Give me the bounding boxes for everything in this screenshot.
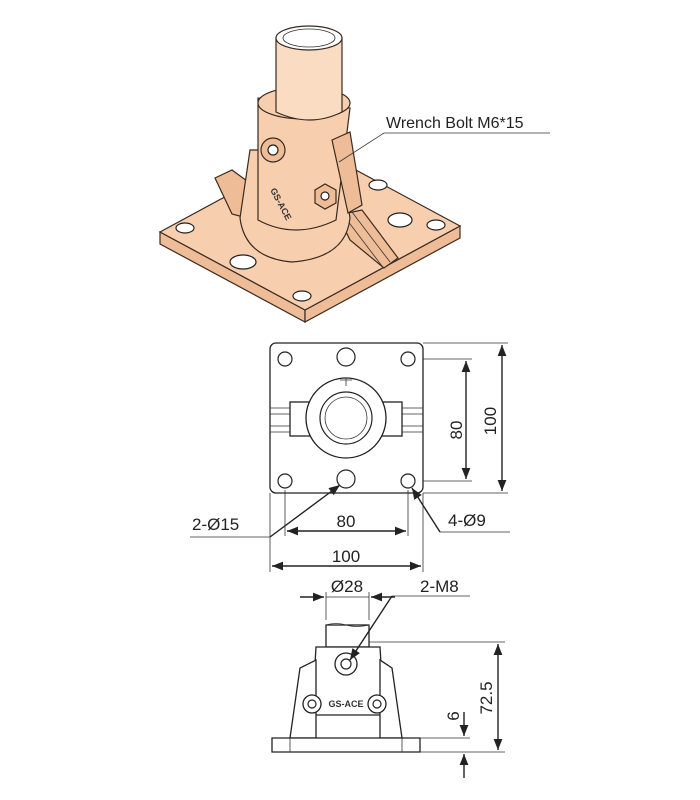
plate-hole-right bbox=[426, 219, 446, 231]
plate-hole-large-right bbox=[387, 212, 413, 228]
top-dim-80-horizontal: 80 bbox=[337, 512, 356, 531]
isometric-view: GS-ACE Wrench Bolt M6*15 bbox=[158, 25, 550, 324]
top-hole-large-top bbox=[336, 347, 356, 367]
top-callout-4-dia9: 4-Ø9 bbox=[448, 511, 486, 530]
front-bolt-top bbox=[340, 658, 352, 670]
front-emboss-text: GS-ACE bbox=[328, 699, 363, 709]
top-view: 80 100 80 100 2-Ø15 4-Ø9 bbox=[190, 342, 510, 572]
bolt-callout: Wrench Bolt M6*15 bbox=[386, 115, 524, 132]
top-dim-100-horizontal: 100 bbox=[332, 547, 360, 566]
front-view: Ø28 GS-ACE 2-M8 72.5 6 bbox=[271, 577, 505, 778]
front-dim-height: 72.5 bbox=[477, 681, 496, 714]
top-dim-80-vertical: 80 bbox=[447, 421, 466, 440]
front-bolt-right bbox=[372, 699, 382, 709]
plate-hole-bottom bbox=[292, 290, 312, 302]
top-dim-100-vertical: 100 bbox=[481, 407, 500, 435]
plate-hole-left bbox=[175, 222, 195, 234]
front-dim-base: 6 bbox=[444, 711, 463, 720]
front-dim-pipe-dia: Ø28 bbox=[331, 577, 363, 596]
front-pipe bbox=[325, 624, 370, 648]
front-bolt-left bbox=[307, 699, 317, 709]
top-hub-bore bbox=[319, 391, 373, 445]
pipe bbox=[275, 37, 343, 121]
top-callout-2-dia15: 2-Ø15 bbox=[192, 515, 239, 534]
plate-hole-top bbox=[368, 179, 388, 191]
top-hole-bl bbox=[277, 473, 293, 489]
rib-right bbox=[337, 209, 399, 269]
top-hole-tr bbox=[400, 351, 416, 367]
plate-hole-large-left bbox=[229, 254, 257, 270]
front-base bbox=[271, 737, 421, 753]
front-callout-2-m8: 2-M8 bbox=[420, 577, 459, 596]
top-hole-large-bottom bbox=[336, 469, 356, 489]
pipe-top bbox=[275, 25, 343, 51]
top-hole-tl bbox=[277, 351, 293, 367]
top-hole-br bbox=[400, 473, 416, 489]
